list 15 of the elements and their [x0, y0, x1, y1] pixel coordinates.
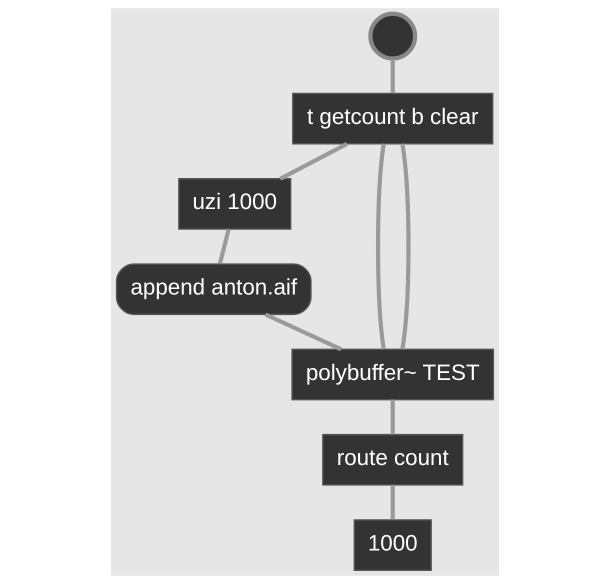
connector [218, 228, 231, 264]
connector [390, 485, 395, 520]
node-box: uzi 1000 [178, 178, 292, 230]
connector [390, 58, 395, 93]
node-box: 1000 [354, 519, 432, 571]
connector [400, 144, 411, 350]
node-box: append anton.aif [116, 263, 312, 316]
connector [390, 400, 395, 434]
node-box: route count [322, 434, 464, 486]
connector [264, 312, 342, 352]
node-box: polybuffer~ TEST [291, 348, 494, 400]
node-box: t getcount b clear [292, 92, 494, 144]
connector [376, 144, 386, 350]
node-circle [368, 12, 418, 61]
connector [279, 142, 348, 181]
